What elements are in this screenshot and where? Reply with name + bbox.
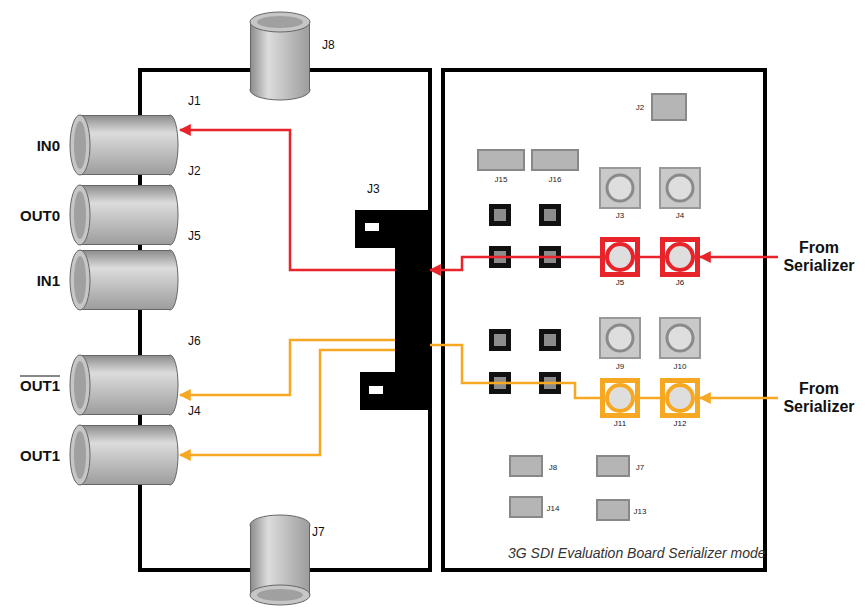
part-ref: J13: [634, 507, 647, 516]
header-pins: [489, 204, 561, 394]
sma-pad: J12: [660, 378, 700, 418]
connector-ref: J4: [188, 404, 201, 418]
signal-trace: [700, 397, 778, 400]
bnc-connector: IN1J5: [70, 250, 180, 310]
bnc-connector-shape: [250, 515, 310, 605]
connector-ref: J6: [660, 278, 700, 287]
bnc-connector: OUT1J4: [70, 425, 180, 485]
connector-ref: J11: [600, 419, 640, 428]
sma-pad-shape: [660, 378, 700, 418]
signal-trace: [700, 256, 778, 259]
bnc-connector: J7: [250, 515, 310, 605]
sma-pad-shape: [600, 378, 640, 418]
signal-trace: [430, 345, 600, 398]
part-ref: J15: [495, 175, 508, 184]
bnc-connector: OUT1J6: [70, 355, 180, 415]
part-ref: J9: [616, 362, 624, 371]
signal-trace: [180, 350, 395, 455]
bnc-connector-shape: [70, 185, 180, 245]
connector-ref: J1: [188, 94, 201, 108]
signal-name: IN0: [37, 137, 60, 154]
part-ref: J4: [676, 211, 684, 220]
right-board: [443, 70, 765, 570]
part-ref: J14: [547, 504, 560, 513]
bnc-connector-shape: [70, 115, 180, 175]
bnc-connector-shape: [70, 355, 180, 415]
part-ref: J16: [549, 175, 562, 184]
signal-source-label: From Serializer: [778, 380, 860, 417]
sma-pad-shape: [600, 237, 640, 277]
bnc-connector-shape: [250, 12, 310, 100]
part-ref: J3: [616, 211, 624, 220]
bnc-connector: J8: [250, 12, 310, 100]
caption: 3G SDI Evaluation Board Serializer mode: [508, 545, 766, 561]
signal-name: OUT1: [20, 377, 60, 394]
part-ref: J10: [674, 362, 687, 371]
signal-trace: [430, 257, 600, 270]
source-label: From Serializer: [778, 380, 860, 417]
signal-name: OUT0: [20, 207, 60, 224]
bnc-connector-shape: [70, 425, 180, 485]
edge-connector-shape: [395, 210, 430, 410]
connector-ref: J5: [188, 229, 201, 243]
part-ref: J7: [636, 463, 644, 472]
sma-pads: [600, 168, 700, 358]
sma-pad: J5: [600, 237, 640, 277]
sma-pad: J11: [600, 378, 640, 418]
connector-ref: J2: [188, 164, 201, 178]
jumper-blocks: [478, 94, 686, 520]
signal-name: IN1: [37, 272, 60, 289]
connector-ref: J12: [660, 419, 700, 428]
sma-pad-shape: [660, 237, 700, 277]
connector-ref: J6: [188, 334, 201, 348]
signal-trace: [640, 397, 660, 400]
bnc-connector: IN0J1: [70, 115, 180, 175]
signal-trace: [180, 130, 395, 270]
connector-ref: J8: [322, 38, 335, 52]
part-ref: J8: [549, 463, 557, 472]
signal-trace: [640, 256, 660, 259]
signal-source-label: From Serializer: [778, 239, 860, 276]
left-board: [140, 70, 430, 570]
connector-ref: J3: [367, 182, 380, 196]
part-ref: J2: [636, 103, 644, 112]
signal-name: OUT1: [20, 447, 60, 464]
sma-pad: J6: [660, 237, 700, 277]
bnc-connector: OUT0J2: [70, 185, 180, 245]
source-label: From Serializer: [778, 239, 860, 276]
edge-connector: J3: [395, 210, 430, 410]
connector-ref: J5: [600, 278, 640, 287]
connector-ref: J7: [312, 525, 325, 539]
bnc-connector-shape: [70, 250, 180, 310]
